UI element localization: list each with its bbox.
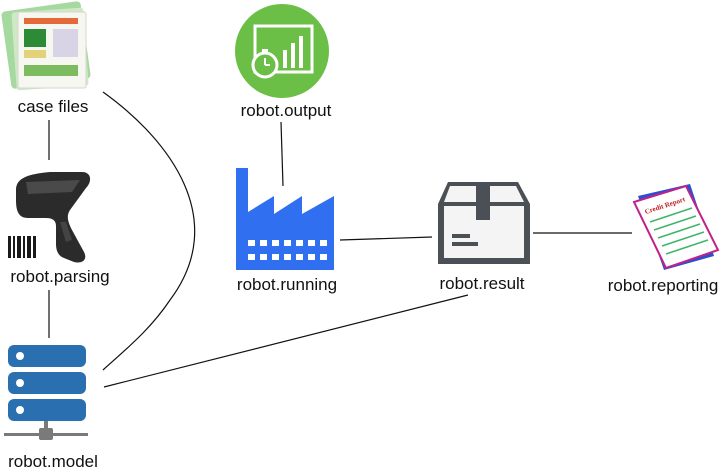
robot-model-label: robot.model — [8, 452, 98, 471]
stopwatch-chart-icon — [235, 4, 329, 98]
barcode-scanner-icon — [8, 172, 91, 263]
case-files-label: case files — [17, 97, 89, 116]
robot-reporting-label: robot.reporting — [607, 276, 719, 295]
credit-report-icon: Credit Report — [632, 184, 720, 270]
edge-output-running — [280, 121, 284, 187]
connectors — [48, 91, 632, 388]
robot-output-label: robot.output — [240, 101, 332, 120]
robot-parsing-label: robot.parsing — [10, 267, 110, 286]
server-stack-icon — [4, 345, 88, 440]
edge-running-result — [339, 236, 433, 241]
robot-running-label: robot.running — [236, 275, 338, 294]
edge-case-files-model — [102, 91, 196, 371]
robot-result-label: robot.result — [439, 274, 525, 293]
package-box-icon — [438, 182, 530, 264]
edge-model-result — [103, 294, 469, 388]
case-files-icon — [1, 1, 91, 91]
factory-icon — [236, 168, 334, 270]
